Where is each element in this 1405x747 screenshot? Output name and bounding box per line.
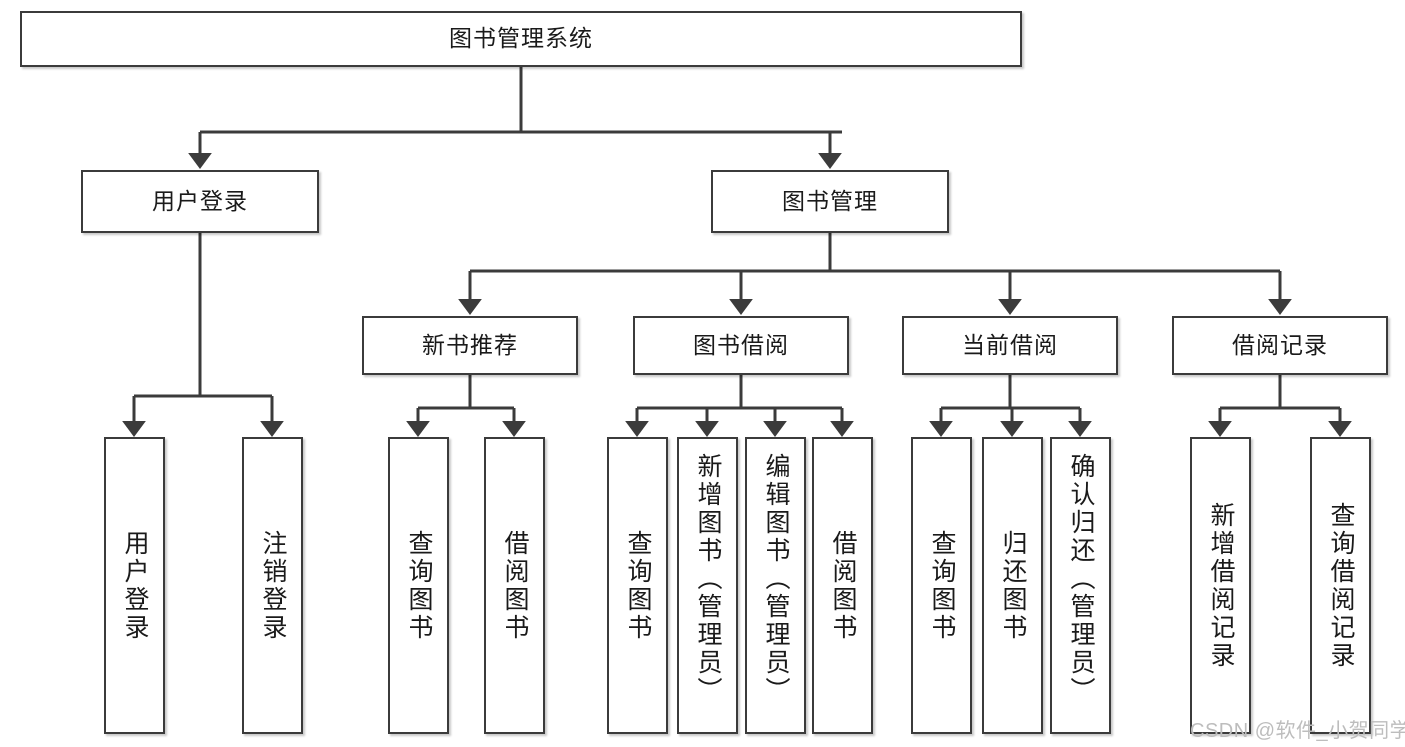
node-label: 用户登录: [121, 529, 149, 642]
node-level2-book-manage[interactable]: 图书管理: [711, 170, 949, 233]
node-leaf-leaf-bb-borrow-book[interactable]: 借阅图书: [812, 437, 873, 734]
node-label: 图书借阅: [693, 331, 789, 358]
node-level2-user-login[interactable]: 用户登录: [81, 170, 319, 233]
node-leaf-leaf-bb-add-book[interactable]: 新增图书（管理员）: [677, 437, 738, 734]
node-label: 确认归还（管理员）: [1067, 453, 1095, 705]
node-label: 借阅记录: [1232, 331, 1328, 358]
node-label: 查询借阅记录: [1327, 501, 1355, 670]
node-level3-book-borrow[interactable]: 图书借阅: [633, 316, 849, 375]
node-label: 图书管理: [782, 187, 878, 214]
node-label: 新增图书（管理员）: [694, 453, 722, 705]
node-leaf-leaf-br-query-record[interactable]: 查询借阅记录: [1310, 437, 1371, 734]
node-label: 图书管理系统: [449, 25, 593, 52]
node-level3-current-borrow[interactable]: 当前借阅: [902, 316, 1118, 375]
watermark-text: CSDN @软件_小贺同学: [1190, 720, 1405, 742]
node-label: 查询图书: [405, 529, 433, 642]
node-leaf-leaf-user-login[interactable]: 用户登录: [104, 437, 165, 734]
node-label: 借阅图书: [829, 529, 857, 642]
node-leaf-leaf-cb-query-book[interactable]: 查询图书: [911, 437, 972, 734]
node-level3-borrow-record[interactable]: 借阅记录: [1172, 316, 1388, 375]
node-label: 新书推荐: [422, 331, 518, 358]
node-leaf-leaf-br-add-record[interactable]: 新增借阅记录: [1190, 437, 1251, 734]
node-leaf-leaf-user-logout[interactable]: 注销登录: [242, 437, 303, 734]
node-label: 用户登录: [152, 187, 248, 214]
node-leaf-leaf-rec-borrow-book[interactable]: 借阅图书: [484, 437, 545, 734]
node-label: 借阅图书: [501, 529, 529, 642]
node-label: 注销登录: [259, 529, 287, 642]
node-leaf-leaf-cb-return-book[interactable]: 归还图书: [982, 437, 1043, 734]
node-leaf-leaf-bb-edit-book[interactable]: 编辑图书（管理员）: [745, 437, 806, 734]
node-root-system[interactable]: 图书管理系统: [20, 11, 1022, 67]
node-leaf-leaf-bb-query-book[interactable]: 查询图书: [607, 437, 668, 734]
node-label: 当前借阅: [962, 331, 1058, 358]
node-label: 新增借阅记录: [1207, 501, 1235, 670]
node-label: 编辑图书（管理员）: [762, 453, 790, 705]
node-level3-new-book-rec[interactable]: 新书推荐: [362, 316, 578, 375]
node-label: 查询图书: [928, 529, 956, 642]
node-leaf-leaf-rec-query-book[interactable]: 查询图书: [388, 437, 449, 734]
node-label: 查询图书: [624, 529, 652, 642]
node-label: 归还图书: [999, 529, 1027, 642]
node-leaf-leaf-cb-confirm-return[interactable]: 确认归还（管理员）: [1050, 437, 1111, 734]
